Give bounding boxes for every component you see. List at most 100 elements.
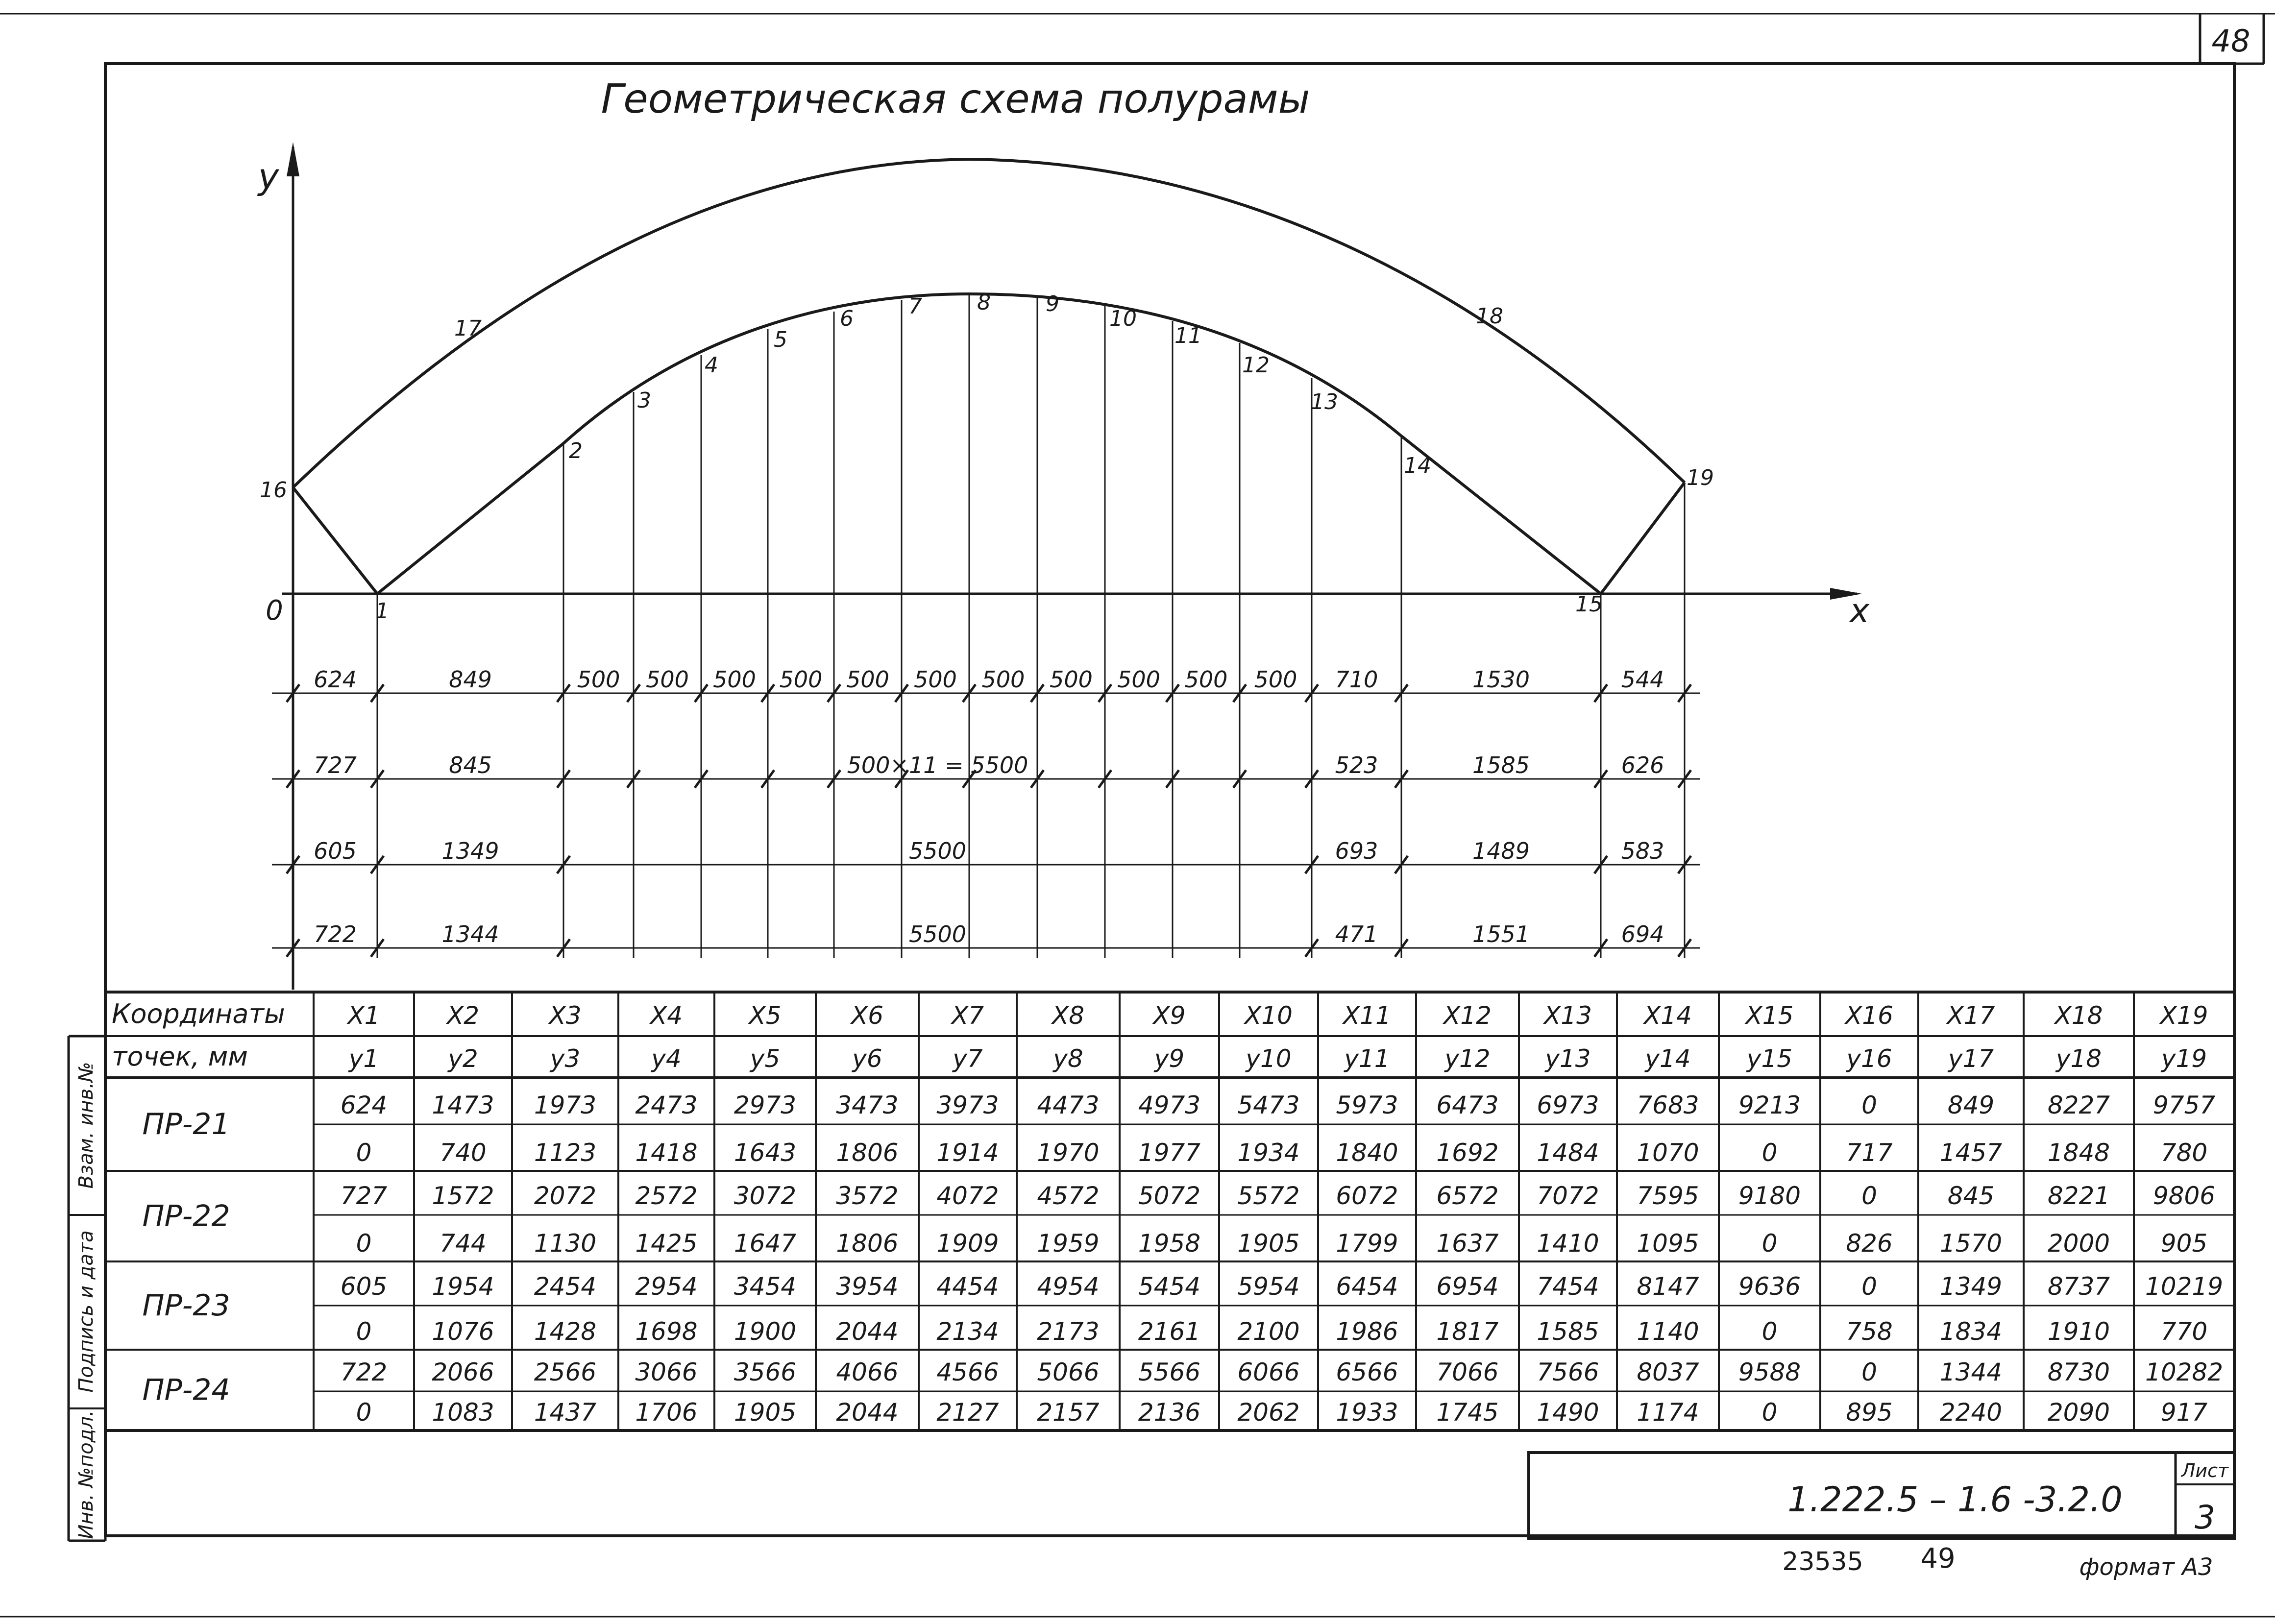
x-header: X5 <box>747 1001 781 1030</box>
dimension-value: 1551 <box>1472 921 1530 947</box>
x-value: 6066 <box>1237 1358 1299 1386</box>
y-axis-label: y <box>257 156 280 197</box>
x-value: 8221 <box>2048 1182 2110 1210</box>
point-label-4: 4 <box>705 353 718 378</box>
y-value: 2062 <box>1237 1398 1299 1427</box>
x-value: 3973 <box>936 1091 999 1119</box>
x-value: 1473 <box>432 1091 494 1119</box>
paper-format: формат А3 <box>2079 1553 2213 1581</box>
dimension-value: 722 <box>314 921 357 947</box>
y-value: 1070 <box>1637 1139 1699 1167</box>
x-value: 8227 <box>2048 1091 2110 1119</box>
x-value: 0 <box>1861 1091 1877 1119</box>
y-value: 0 <box>356 1229 372 1258</box>
x-value: 4566 <box>936 1358 999 1386</box>
dimension-value: 500 <box>914 666 957 693</box>
x-axis-arrow <box>1830 588 1862 600</box>
dimension-tick <box>760 683 776 703</box>
point-label-3: 3 <box>637 388 651 413</box>
dimension-tick <box>1394 855 1409 874</box>
dimension-tick <box>826 683 842 703</box>
dimension-tick <box>285 769 301 789</box>
y-header: y13 <box>1544 1044 1590 1073</box>
y-value: 1910 <box>2048 1317 2110 1346</box>
dimension-tick <box>826 769 842 789</box>
x-header: X17 <box>1946 1001 1995 1030</box>
y-header: y19 <box>2160 1044 2207 1073</box>
x-value: 3566 <box>734 1358 796 1386</box>
dimension-tick <box>1304 938 1320 958</box>
dimension-value: 500 <box>1254 666 1297 693</box>
y-value: 0 <box>356 1317 372 1346</box>
point-label-13: 13 <box>1311 389 1338 414</box>
x-value: 2066 <box>432 1358 494 1386</box>
x-value: 605 <box>341 1272 387 1301</box>
dimension-tick <box>1232 683 1248 703</box>
point-label-12: 12 <box>1242 353 1270 378</box>
x-value: 1973 <box>534 1091 596 1119</box>
dimension-value: 500×11 = 5500 <box>847 752 1028 778</box>
x-value: 0 <box>1861 1182 1877 1210</box>
x-value: 1954 <box>432 1272 494 1301</box>
x-value: 8037 <box>1637 1358 1699 1386</box>
dimension-tick <box>556 938 571 958</box>
point-label-1: 1 <box>375 599 389 624</box>
point-label-8: 8 <box>977 290 991 315</box>
x-value: 3072 <box>734 1182 796 1210</box>
y-value: 1958 <box>1138 1229 1200 1258</box>
profile-name: ПР-24 <box>142 1373 230 1407</box>
point-label-7: 7 <box>908 294 922 319</box>
inner-chord <box>376 292 1602 595</box>
dimension-tick <box>760 769 776 789</box>
dimension-value: 500 <box>1185 666 1228 693</box>
x-axis-label: x <box>1849 592 1870 630</box>
dimension-value: 605 <box>314 838 357 864</box>
dimension-tick <box>1593 683 1609 703</box>
x-value: 3572 <box>836 1182 898 1210</box>
y-value: 1428 <box>534 1317 596 1346</box>
dimension-tick <box>1029 683 1045 703</box>
y-value: 1174 <box>1637 1398 1699 1427</box>
y-value: 1905 <box>734 1398 796 1427</box>
y-value: 1806 <box>836 1139 898 1167</box>
y-value: 1848 <box>2048 1139 2110 1167</box>
y-value: 1698 <box>635 1317 697 1346</box>
dimension-tick <box>1677 855 1692 874</box>
y-header: y17 <box>1947 1044 1994 1073</box>
dimension-tick <box>369 938 385 958</box>
dimension-value: 471 <box>1335 921 1378 947</box>
y-value: 0 <box>356 1398 372 1427</box>
y-value: 1585 <box>1537 1317 1599 1346</box>
y-value: 2161 <box>1138 1317 1200 1346</box>
dimension-value: 1530 <box>1472 666 1530 693</box>
x-value: 8147 <box>1637 1272 1699 1301</box>
dimension-value: 500 <box>577 666 620 693</box>
y-value: 717 <box>1846 1139 1893 1167</box>
x-value: 6566 <box>1336 1358 1398 1386</box>
page-copy-number: 49 <box>1920 1543 1955 1575</box>
y-value: 1647 <box>734 1229 796 1258</box>
x-header: X19 <box>2159 1001 2208 1030</box>
x-value: 7072 <box>1537 1182 1599 1210</box>
dimension-tick <box>894 769 909 789</box>
y-value: 1437 <box>534 1398 596 1427</box>
y-header: y5 <box>749 1044 780 1073</box>
y-value: 1806 <box>836 1229 898 1258</box>
x-value: 7683 <box>1637 1091 1699 1119</box>
y-header: y15 <box>1746 1044 1792 1073</box>
x-value: 7066 <box>1436 1358 1498 1386</box>
dimension-tick <box>1097 683 1113 703</box>
y-value: 1834 <box>1940 1317 2002 1346</box>
y-value: 2136 <box>1138 1398 1200 1427</box>
point-label-9: 9 <box>1046 291 1059 316</box>
point-label-16: 16 <box>260 478 287 503</box>
dimension-tick <box>961 683 977 703</box>
y-value: 1914 <box>936 1139 999 1167</box>
dimension-value: 626 <box>1621 752 1664 778</box>
dimension-tick <box>626 769 641 789</box>
dimension-tick <box>1394 938 1409 958</box>
point-label-17: 17 <box>454 316 482 341</box>
y-value: 0 <box>1762 1398 1778 1427</box>
